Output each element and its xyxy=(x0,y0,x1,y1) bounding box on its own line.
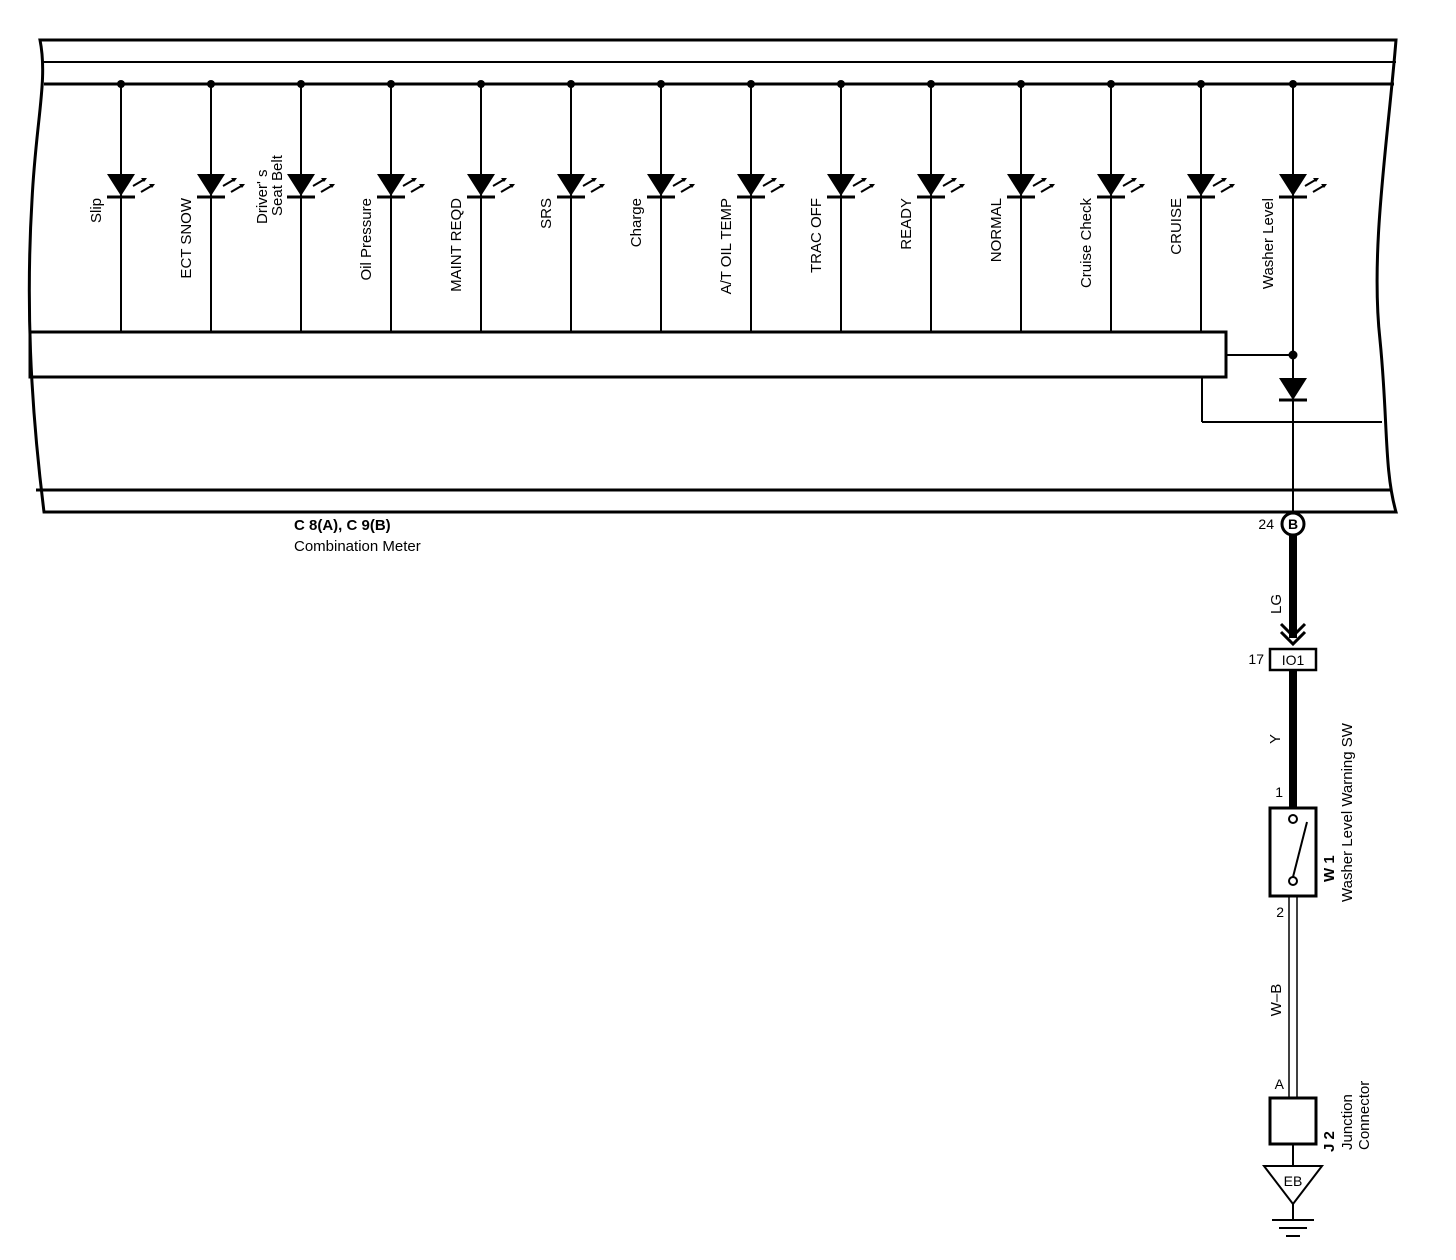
led-icon xyxy=(827,174,876,199)
switch-contact-icon xyxy=(1288,814,1308,886)
switch-name: Washer Level Warning SW xyxy=(1339,722,1356,902)
junction-name-line2: Connector xyxy=(1356,1081,1373,1150)
led-icon xyxy=(467,174,516,199)
indicator-branch: MAINT REQD xyxy=(448,80,516,332)
indicator-label: NORMAL xyxy=(988,198,1005,262)
led-icon xyxy=(557,174,606,199)
indicator-label: Charge xyxy=(628,198,645,247)
meter-internal-bus xyxy=(28,330,1228,379)
switch-code: W 1 xyxy=(1321,855,1338,882)
wire-wb xyxy=(1288,896,1298,1098)
indicator-branch: A/T OIL TEMP xyxy=(718,80,786,332)
meter-component-name: Combination Meter xyxy=(294,538,421,555)
wire-lg-label: LG xyxy=(1268,594,1285,614)
indicator-label: A/T OIL TEMP xyxy=(718,198,735,294)
meter-connector-label: C 8(A), C 9(B) xyxy=(294,517,391,534)
indicator-branch: Washer Level xyxy=(1260,80,1328,289)
io-connector-label: IO1 xyxy=(1282,652,1305,668)
led-icon xyxy=(737,174,786,199)
indicator-branch: TRAC OFF xyxy=(808,80,876,332)
indicator-label: TRAC OFF xyxy=(808,198,825,273)
wire-wb-label: W–B xyxy=(1268,984,1285,1017)
connector-arrow-icon xyxy=(1279,622,1307,647)
indicator-label: SRS xyxy=(538,198,555,229)
indicator-branch: SRS xyxy=(538,80,606,332)
led-icon xyxy=(287,174,336,199)
led-icon xyxy=(1279,174,1328,199)
indicator-label: Washer Level xyxy=(1260,198,1277,289)
combination-meter-box xyxy=(27,38,1398,514)
switch-pin1: 1 xyxy=(1275,784,1283,800)
indicator-label: Cruise Check xyxy=(1078,198,1095,289)
junction-name-line1: Junction xyxy=(1339,1094,1356,1150)
led-icon xyxy=(917,174,966,199)
led-icon xyxy=(197,174,246,199)
led-icon xyxy=(377,174,426,199)
junction-connector-box xyxy=(1268,1096,1318,1146)
indicator-branch: CRUISE xyxy=(1168,80,1236,332)
junction-code: J 2 xyxy=(1321,1131,1338,1152)
indicator-label: MAINT REQD xyxy=(448,198,465,292)
ground-label: EB xyxy=(1284,1173,1303,1189)
indicator-label-line2: Seat Belt xyxy=(269,154,286,216)
led-icon xyxy=(647,174,696,199)
indicator-label: ECT SNOW xyxy=(178,197,195,278)
junction-pin: A xyxy=(1275,1076,1285,1092)
indicator-label: READY xyxy=(898,198,915,250)
indicator-branch: Oil Pressure xyxy=(358,80,426,332)
indicator-branch: Slip xyxy=(88,80,156,332)
washer-level-circuit xyxy=(1201,196,1382,512)
led-icon xyxy=(107,174,156,199)
indicator-branch: Cruise Check xyxy=(1078,80,1146,332)
led-icon xyxy=(1007,174,1056,199)
indicator-branch: ECT SNOW xyxy=(178,80,246,332)
led-icon xyxy=(1097,174,1146,199)
indicator-label: Slip xyxy=(88,198,105,223)
ground-triangle xyxy=(1261,1165,1325,1206)
washer-diode xyxy=(1279,378,1307,402)
indicator-label: Driver' s xyxy=(254,169,271,224)
indicator-label: Oil Pressure xyxy=(358,198,375,281)
io-pin-number: 17 xyxy=(1248,651,1264,667)
ground-icon xyxy=(1272,1204,1314,1237)
meter-pin-number: 24 xyxy=(1258,516,1274,532)
switch-pin2: 2 xyxy=(1276,904,1284,920)
wire-y-label: Y xyxy=(1267,734,1284,744)
indicator-branch: NORMAL xyxy=(988,80,1056,332)
indicator-branch: Charge xyxy=(628,80,696,332)
led-icon xyxy=(1187,174,1236,199)
svg-text:B: B xyxy=(1288,516,1298,532)
meter-pin-terminal: B xyxy=(1280,511,1306,537)
indicator-label: CRUISE xyxy=(1168,198,1185,255)
indicator-branch: READY xyxy=(898,80,966,332)
